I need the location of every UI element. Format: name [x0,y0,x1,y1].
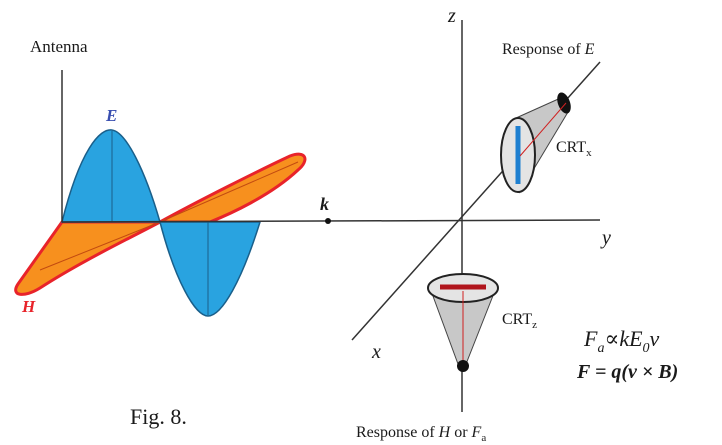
response-h-label: Response of H or Fa [356,424,486,444]
axes-group: z y x [351,5,611,412]
h-wave-center-line-1 [39,221,161,271]
h-wave-lobe-2 [158,152,307,224]
z-axis-label: z [447,5,456,27]
response-e-label: Response of E [502,41,595,58]
e-wave-negative-lobe [159,221,262,317]
crt-x-beam [519,102,567,157]
y-axis-label: y [600,227,611,249]
x-axis-label: x [371,341,381,363]
h-field-label: H [21,297,36,316]
h-wave-lobe-1 [14,220,162,296]
e-wave-positive-lobe [61,129,161,223]
lorentz-force-formula: F = q(v × B) [576,361,678,383]
e-field-label: E [105,106,117,125]
k-vector-dot [325,218,331,224]
crt-z-gun [457,360,469,372]
antenna-wave-group: Antenna E H k [14,37,601,317]
crt-x-group: CRTx [500,92,592,194]
fa-proportionality-formula: Fa∝kE0ν [583,326,660,356]
crt-x-gun [557,92,571,114]
h-wave-center-line-2 [159,161,299,223]
crt-z-group: CRTz [427,273,537,372]
crt-x-label: CRTx [556,139,592,159]
antenna-label: Antenna [30,37,88,56]
k-vector-label: k [320,194,329,214]
figure-caption: Fig. 8. [130,404,187,429]
crt-z-label: CRTz [502,311,537,331]
